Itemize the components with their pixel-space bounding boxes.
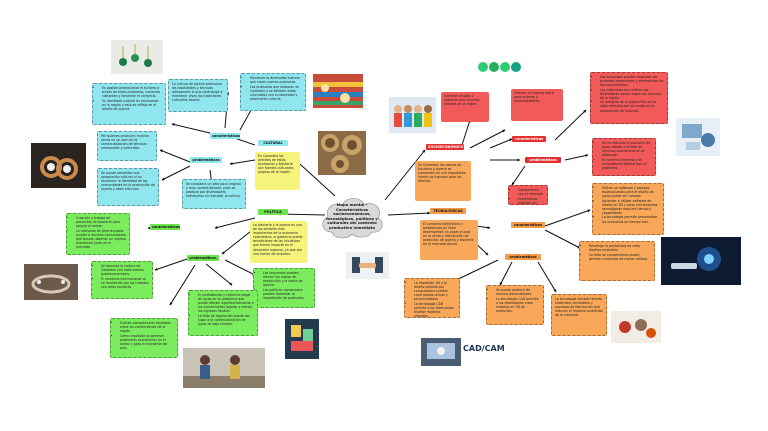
cultural-prob-box-1: Por quienes producen muchas veces no se …	[97, 131, 157, 161]
list-item: Existen competencias desleales entre los…	[120, 321, 174, 333]
politica-label: POLÍTICA	[258, 209, 288, 215]
politica-char-box: Creación y trabajo de proyectos de bisut…	[66, 213, 130, 255]
list-item: Las políticas comerciales pueden fomenta…	[263, 288, 311, 300]
list-item: El comercio informal y la competencia de…	[602, 158, 652, 170]
tec-characteristics-label: características	[511, 222, 545, 228]
people-market-photo	[183, 348, 265, 388]
socio-characteristics-label: características	[512, 136, 546, 142]
list-item: Se ha reducido el consumo de joyas debid…	[602, 141, 652, 157]
list-item: Los impuestos pueden depender de acuerdo…	[600, 75, 664, 87]
robot-hand-photo	[661, 237, 741, 285]
cultural-char-right-box: Mantener la diversidad cultural que crea…	[240, 73, 306, 111]
list-item: La tecnología CAD permite a los fabrican…	[414, 302, 456, 317]
politica-prob-mid: El contrabando y comercio ilegal de joya…	[188, 290, 258, 336]
list-item: La falta de conocimiento puede generar p…	[589, 253, 651, 261]
cultural-char-mid-box: La cultura de joyería promueve las habil…	[168, 79, 228, 112]
list-item: Se puede producir de manera automatizada…	[496, 288, 540, 296]
tec-char-right-2: Restringe la posibilidad de crear diseño…	[579, 241, 655, 281]
cultural-description: En Colombia las prendas de estilo, acces…	[255, 152, 300, 190]
market-photo	[285, 319, 319, 359]
list-item: La industria de la joyería fina se ha vi…	[600, 100, 664, 112]
list-item: La artesanía de joyería puede ayudar a m…	[76, 229, 126, 249]
craft-photo	[318, 131, 366, 175]
tec-char-right: Utilizar un software y equipos especiali…	[592, 183, 664, 235]
tec-prob-right: La tecnología también brinda materiales …	[551, 294, 607, 336]
cultural-prob-box-2: Se puede presentar una apropiación cultu…	[97, 168, 159, 206]
tec-prob-left: La impresión 3D y el diseño asistido por…	[404, 278, 460, 318]
cultural-characteristics-label: características	[210, 133, 241, 139]
cultural-label: CULTURAL	[258, 140, 288, 146]
cad-cam-label: CAD/CAM	[463, 344, 505, 353]
list-item: Es posible promocionar el turismo a trav…	[102, 86, 162, 98]
politica-problems-label: problemáticas	[187, 255, 219, 261]
tecnologicas-label: TECNOLÓGICAS	[430, 208, 466, 214]
socioeconomico-description: En Colombia, las ventas de bisutería y j…	[415, 161, 471, 201]
list-item: Aprender a utilizar software de diseño e…	[602, 199, 660, 215]
list-item: El comercio internacional se ve favoreci…	[101, 277, 149, 289]
socio-prob-mid: Competencia con el mercado. Crecimiento …	[508, 185, 548, 205]
central-cloud	[322, 198, 383, 239]
politica-prob-right: Los impuestos pueden afectar los costos …	[253, 268, 315, 308]
technology-illustration	[676, 118, 720, 156]
politica-prob-left: Existen competencias desleales entre los…	[110, 318, 178, 358]
list-item: Utilizar un software y equipos especiali…	[602, 186, 660, 198]
recycle-illustration	[611, 311, 661, 343]
cultural-problems-label: problemáticas	[190, 157, 222, 163]
list-item: Restringe la posibilidad de crear diseño…	[589, 244, 651, 252]
list-item: Los productos que elaboran en Colombia y…	[250, 85, 302, 101]
socio-char-right: Los impuestos pueden depender de acuerdo…	[590, 72, 668, 124]
list-item: Mantener la diversidad cultural que crea…	[250, 76, 302, 84]
list-item: La impresión 3D y el diseño asistido por…	[414, 281, 456, 301]
list-item: El contrabando y comercio ilegal de joya…	[198, 293, 254, 313]
handshake-illustration	[346, 252, 389, 279]
bracelet-photo	[24, 264, 78, 300]
earrings-photo	[111, 40, 163, 74]
politica-char-box-2: Se fomenta la cultura de Colombia con in…	[91, 261, 153, 299]
list-item: Competencia con el mercado.	[518, 188, 544, 196]
socio-top-box-2: Ofrecen un ingreso extra para mujeres y …	[511, 89, 563, 121]
socioeconomico-label: SOCIOECONÓMICO	[426, 144, 464, 150]
list-item: Creación y trabajo de proyectos de bisut…	[76, 216, 126, 228]
socio-top-box-1: Generan empleo y sustento para muchas fa…	[441, 92, 489, 122]
cultural-char-left-box: Es posible promocionar el turismo a trav…	[92, 83, 166, 125]
list-item: Crecimiento informal del sector.	[518, 197, 544, 204]
central-title: Mapa mental - Características socioeconó…	[326, 202, 378, 230]
politica-description: La bisutería y la joyería es uno de los …	[250, 221, 307, 263]
tec-problems-label: problemáticas	[505, 254, 541, 260]
list-item: Su identidad cultural es reconocida en l…	[102, 99, 162, 111]
politica-characteristics-label: características	[150, 224, 181, 230]
list-item: Como resultado se generan problemas econ…	[120, 334, 174, 350]
tecnologicas-description: El comercio electrónico y plataformas en…	[420, 220, 478, 260]
tec-prob-mid: Se puede producir de manera automatizada…	[486, 285, 544, 325]
list-item: Los materiales que utilizan los diseñado…	[600, 88, 664, 100]
list-item: La tecnología CAD permite a los diseñado…	[496, 297, 540, 313]
list-item: Los impuestos pueden afectar los costos …	[263, 271, 311, 287]
list-item: La falta de regulación puede dar lugar a…	[198, 314, 254, 326]
people-illustration	[389, 97, 436, 133]
eco-icons	[477, 58, 521, 76]
socio-problems-label: problemáticas	[525, 157, 561, 163]
rings-photo	[31, 143, 86, 188]
textile-photo	[313, 74, 363, 108]
cultural-prob-box-3: Se considera un sitio poco original y mu…	[182, 179, 246, 209]
list-item: La tecnología permite personalizar los p…	[602, 215, 660, 223]
socio-prob-right: Se ha reducido el consumo de joyas debid…	[592, 138, 656, 176]
cad-cam-photo: CAD/CAM	[421, 338, 505, 366]
list-item: Se fomenta la cultura de Colombia con in…	[101, 264, 149, 276]
